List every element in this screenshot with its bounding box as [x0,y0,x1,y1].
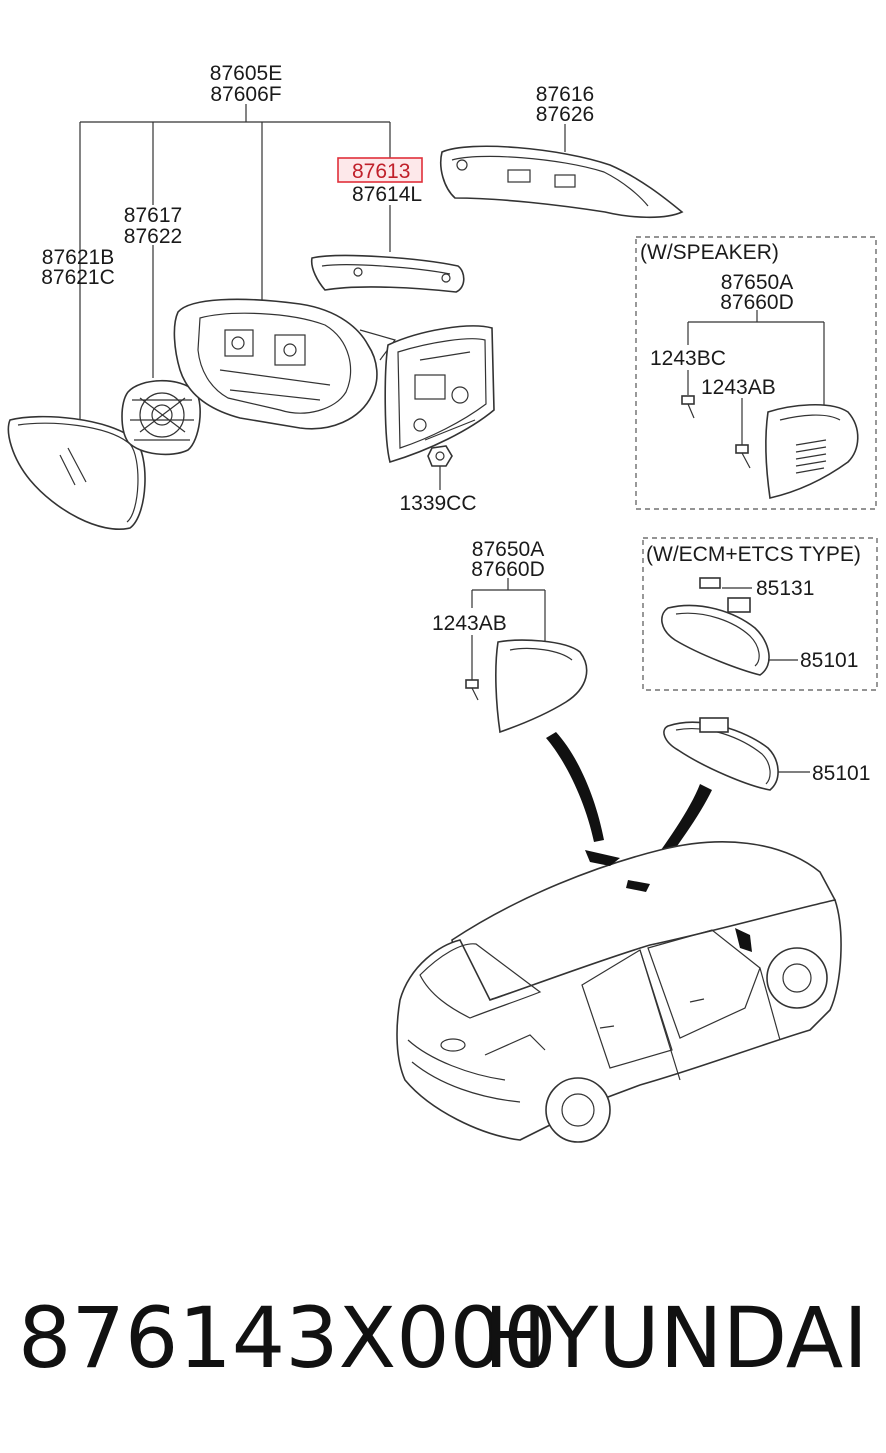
label-cover-1: 87616 [536,83,594,106]
highlight-box [337,157,423,183]
label-speaker-screw-1: 1243BC [650,347,726,370]
label-mid-screw: 1243AB [432,612,507,635]
car-illustration [396,841,842,1143]
screw-icon [735,444,751,469]
label-lamp-2: 87614L [352,183,422,206]
label-glass-2: 87621C [41,266,115,289]
footer-brand: HYUNDAI [484,1289,868,1387]
side-repeater-lamp [310,254,465,293]
mirror-housing [173,298,397,430]
mirror-base [384,325,495,464]
label-speaker-part-2: 87660D [720,291,794,314]
nut [427,445,453,467]
mirror-actuator [121,379,201,456]
footer-part-number: 876143X000 [18,1289,557,1387]
speaker-box-title: (W/SPEAKER) [640,241,779,264]
label-mid-part-1: 87650A [472,538,544,561]
screw-icon [465,679,479,701]
label-nut: 1339CC [399,492,476,515]
speaker-variant-box [635,236,877,510]
label-inside-mirror: 85101 [812,762,870,785]
screw-icon [681,395,695,419]
label-actuator-2: 87622 [124,225,182,248]
label-speaker-part-1: 87650A [721,271,793,294]
assembly-leader-lines [79,104,566,490]
label-mirror-assy-1: 87605E [210,62,282,85]
label-ecm-sensor: 85131 [756,577,814,600]
mirror-cover [439,145,684,219]
mirror-garnish [465,578,588,734]
speaker-grille-icon [795,439,827,474]
label-ecm-mirror: 85101 [800,649,858,672]
label-actuator-1: 87617 [124,204,182,227]
label-glass-1: 87621B [42,246,114,269]
label-lamp-1: 87613 [352,160,410,183]
label-mirror-assy-2: 87606F [210,83,281,106]
label-mid-part-2: 87660D [471,558,545,581]
inside-mirror [663,717,810,791]
label-speaker-screw-2: 1243AB [701,376,776,399]
ecm-box-title: (W/ECM+ETCS TYPE) [646,543,861,566]
label-cover-2: 87626 [536,103,594,126]
ecm-variant-box [642,537,878,691]
